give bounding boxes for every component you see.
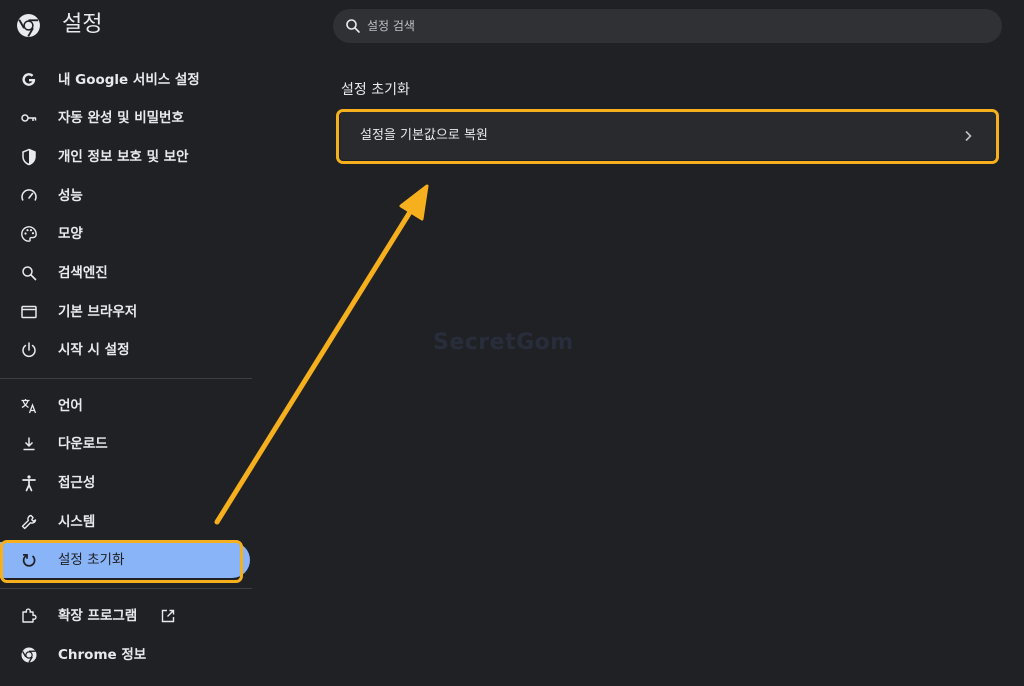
sidebar-item-label: 시스템 <box>58 514 96 530</box>
sidebar-item-label: 모양 <box>58 226 83 242</box>
sidebar-item-label: Chrome 정보 <box>58 647 147 663</box>
watermark: SecretGom <box>433 330 574 355</box>
shield-icon <box>22 148 36 166</box>
reset-to-defaults-label: 설정을 기본값으로 복원 <box>360 128 488 143</box>
page-title: 설정 <box>62 12 103 37</box>
sidebar-item-label: 성능 <box>58 188 83 204</box>
sidebar-item-autofill[interactable]: 자동 완성 및 비밀번호 <box>0 100 250 136</box>
reset-to-defaults-row[interactable]: 설정을 기본값으로 복원 <box>340 112 996 160</box>
chrome-logo-icon <box>17 14 40 37</box>
wrench-icon <box>21 514 37 530</box>
sidebar-item-on-startup[interactable]: 시작 시 설정 <box>0 332 250 368</box>
sidebar-divider <box>0 378 252 379</box>
sidebar-item-label: 검색엔진 <box>58 265 108 281</box>
sidebar-item-privacy[interactable]: 개인 정보 보호 및 보안 <box>0 139 250 175</box>
sidebar-item-label: 시작 시 설정 <box>58 342 130 358</box>
speedometer-icon <box>21 189 37 201</box>
sidebar-item-downloads[interactable]: 다운로드 <box>0 426 250 462</box>
chevron-right-icon <box>965 130 972 142</box>
reset-icon <box>22 553 36 567</box>
settings-search-bar[interactable] <box>333 9 1002 43</box>
sidebar-item-search-engine[interactable]: 검색엔진 <box>0 255 250 291</box>
download-icon <box>23 437 35 451</box>
sidebar-item-about-chrome[interactable]: Chrome 정보 <box>0 637 250 673</box>
sidebar-item-extensions[interactable]: 확장 프로그램 <box>0 598 250 634</box>
browser-window-icon <box>21 305 37 319</box>
sidebar-item-label: 내 Google 서비스 설정 <box>58 72 200 88</box>
palette-icon <box>21 226 37 242</box>
sidebar-item-label: 개인 정보 보호 및 보안 <box>58 149 189 165</box>
sidebar-item-label: 자동 완성 및 비밀번호 <box>58 110 184 126</box>
power-icon <box>22 342 36 358</box>
sidebar-item-default-browser[interactable]: 기본 브라우저 <box>0 294 250 330</box>
chrome-logo-icon <box>21 647 37 663</box>
search-input[interactable] <box>367 9 967 43</box>
key-icon <box>21 114 37 122</box>
sidebar-item-label: 확장 프로그램 <box>58 608 138 624</box>
sidebar-item-label: 다운로드 <box>58 436 108 452</box>
sidebar-item-label: 언어 <box>58 398 83 414</box>
puzzle-icon <box>22 608 37 623</box>
sidebar-item-label: 접근성 <box>58 475 96 491</box>
sidebar-item-languages[interactable]: 언어 <box>0 388 250 424</box>
sidebar-item-google-services[interactable]: 내 Google 서비스 설정 <box>0 62 250 98</box>
sidebar-divider <box>0 588 252 589</box>
open-in-new-icon[interactable] <box>160 608 176 624</box>
search-icon <box>22 266 37 281</box>
sidebar-item-reset-settings[interactable]: 설정 초기화 <box>0 542 250 578</box>
sidebar-item-appearance[interactable]: 모양 <box>0 216 250 252</box>
sidebar-item-accessibility[interactable]: 접근성 <box>0 465 250 501</box>
sidebar-item-label: 설정 초기화 <box>58 552 125 568</box>
sidebar-item-performance[interactable]: 성능 <box>0 178 250 214</box>
accessibility-icon <box>22 475 36 492</box>
google-g-icon <box>22 73 36 86</box>
sidebar-item-label: 기본 브라우저 <box>58 304 138 320</box>
sidebar-item-system[interactable]: 시스템 <box>0 504 250 540</box>
search-icon <box>346 19 360 33</box>
section-title: 설정 초기화 <box>341 82 410 98</box>
translate-icon <box>21 399 37 414</box>
